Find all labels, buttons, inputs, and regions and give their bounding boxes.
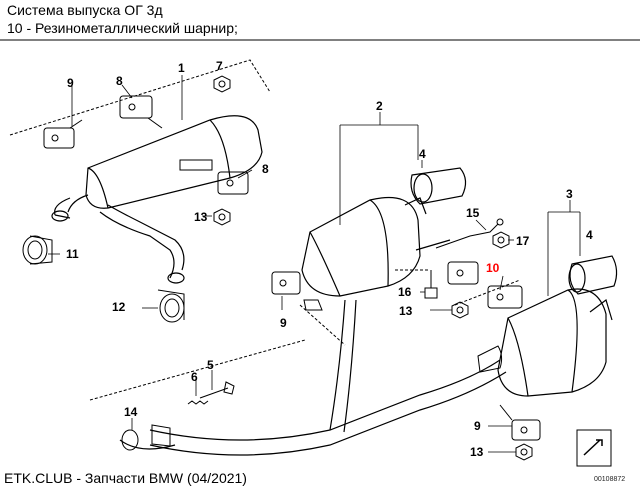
hanger-lower	[477, 345, 503, 373]
callout-8-top: 8	[116, 74, 123, 88]
clamp-12	[157, 289, 185, 323]
callout-4-lower: 4	[586, 228, 593, 242]
front-pipe	[119, 299, 507, 456]
callout-9-lower: 9	[474, 419, 481, 433]
bolt-16	[424, 270, 438, 299]
callout-15: 15	[466, 206, 480, 220]
leader-lines	[48, 75, 581, 453]
callout-3: 3	[566, 187, 573, 201]
rear-muffler-left	[51, 115, 263, 284]
mount-9-lower	[499, 404, 541, 441]
spring-6	[187, 400, 209, 405]
callout-7: 7	[216, 59, 223, 73]
bracket-15	[435, 218, 504, 249]
bolt-5	[199, 381, 235, 399]
callout-12: 12	[112, 300, 126, 314]
callout-11: 11	[66, 247, 79, 261]
nut-13-left	[213, 208, 231, 226]
mount-8-top	[119, 95, 163, 129]
callout-2: 2	[376, 99, 383, 113]
mount-8-mid	[217, 171, 249, 195]
muffler-2	[301, 196, 451, 297]
rubber-mount-mid	[447, 261, 479, 285]
mount-9-left	[43, 119, 83, 149]
callout-14: 14	[124, 405, 138, 419]
bracket-mid	[179, 159, 213, 171]
mount-9-mid	[271, 271, 301, 295]
selected-part-caption: 10 - Резинометаллический шарнир;	[7, 20, 238, 36]
callout-8-mid: 8	[262, 162, 269, 176]
document-number: 00108872	[594, 476, 626, 483]
nut-13-lower	[515, 443, 533, 461]
callout-5: 5	[207, 358, 214, 372]
nut-13-mid	[451, 301, 469, 319]
callout-17: 17	[516, 234, 530, 248]
rubber-mount-10	[487, 285, 523, 309]
group-frame-left	[9, 59, 271, 136]
callout-1: 1	[178, 61, 185, 75]
clamp-11	[22, 235, 53, 265]
flange-14	[121, 424, 171, 451]
callout-4-upper: 4	[419, 147, 426, 161]
tip-4-lower	[568, 255, 618, 295]
nut-17	[492, 231, 510, 249]
callout-13-lower: 13	[470, 445, 484, 459]
callout-labels: 1 2 3 4 4 5 6 7 8 8 9 9 9 10 11 12 13 13…	[66, 59, 593, 459]
orientation-arrow-icon	[576, 429, 612, 467]
callout-16: 16	[398, 285, 412, 299]
tip-4-upper	[410, 167, 467, 205]
callout-9-left: 9	[67, 76, 74, 90]
diagram-title: Система выпуска ОГ 3д	[7, 2, 163, 18]
callout-6: 6	[191, 370, 198, 384]
footer-source: ETK.CLUB - Запчасти BMW (04/2021)	[4, 470, 247, 486]
callout-10-highlighted[interactable]: 10	[486, 261, 500, 275]
callout-9-mid: 9	[280, 316, 287, 330]
callout-13-left: 13	[194, 210, 208, 224]
muffler-3	[497, 288, 613, 397]
nut-7	[213, 75, 231, 93]
callout-13-mid: 13	[399, 304, 413, 318]
